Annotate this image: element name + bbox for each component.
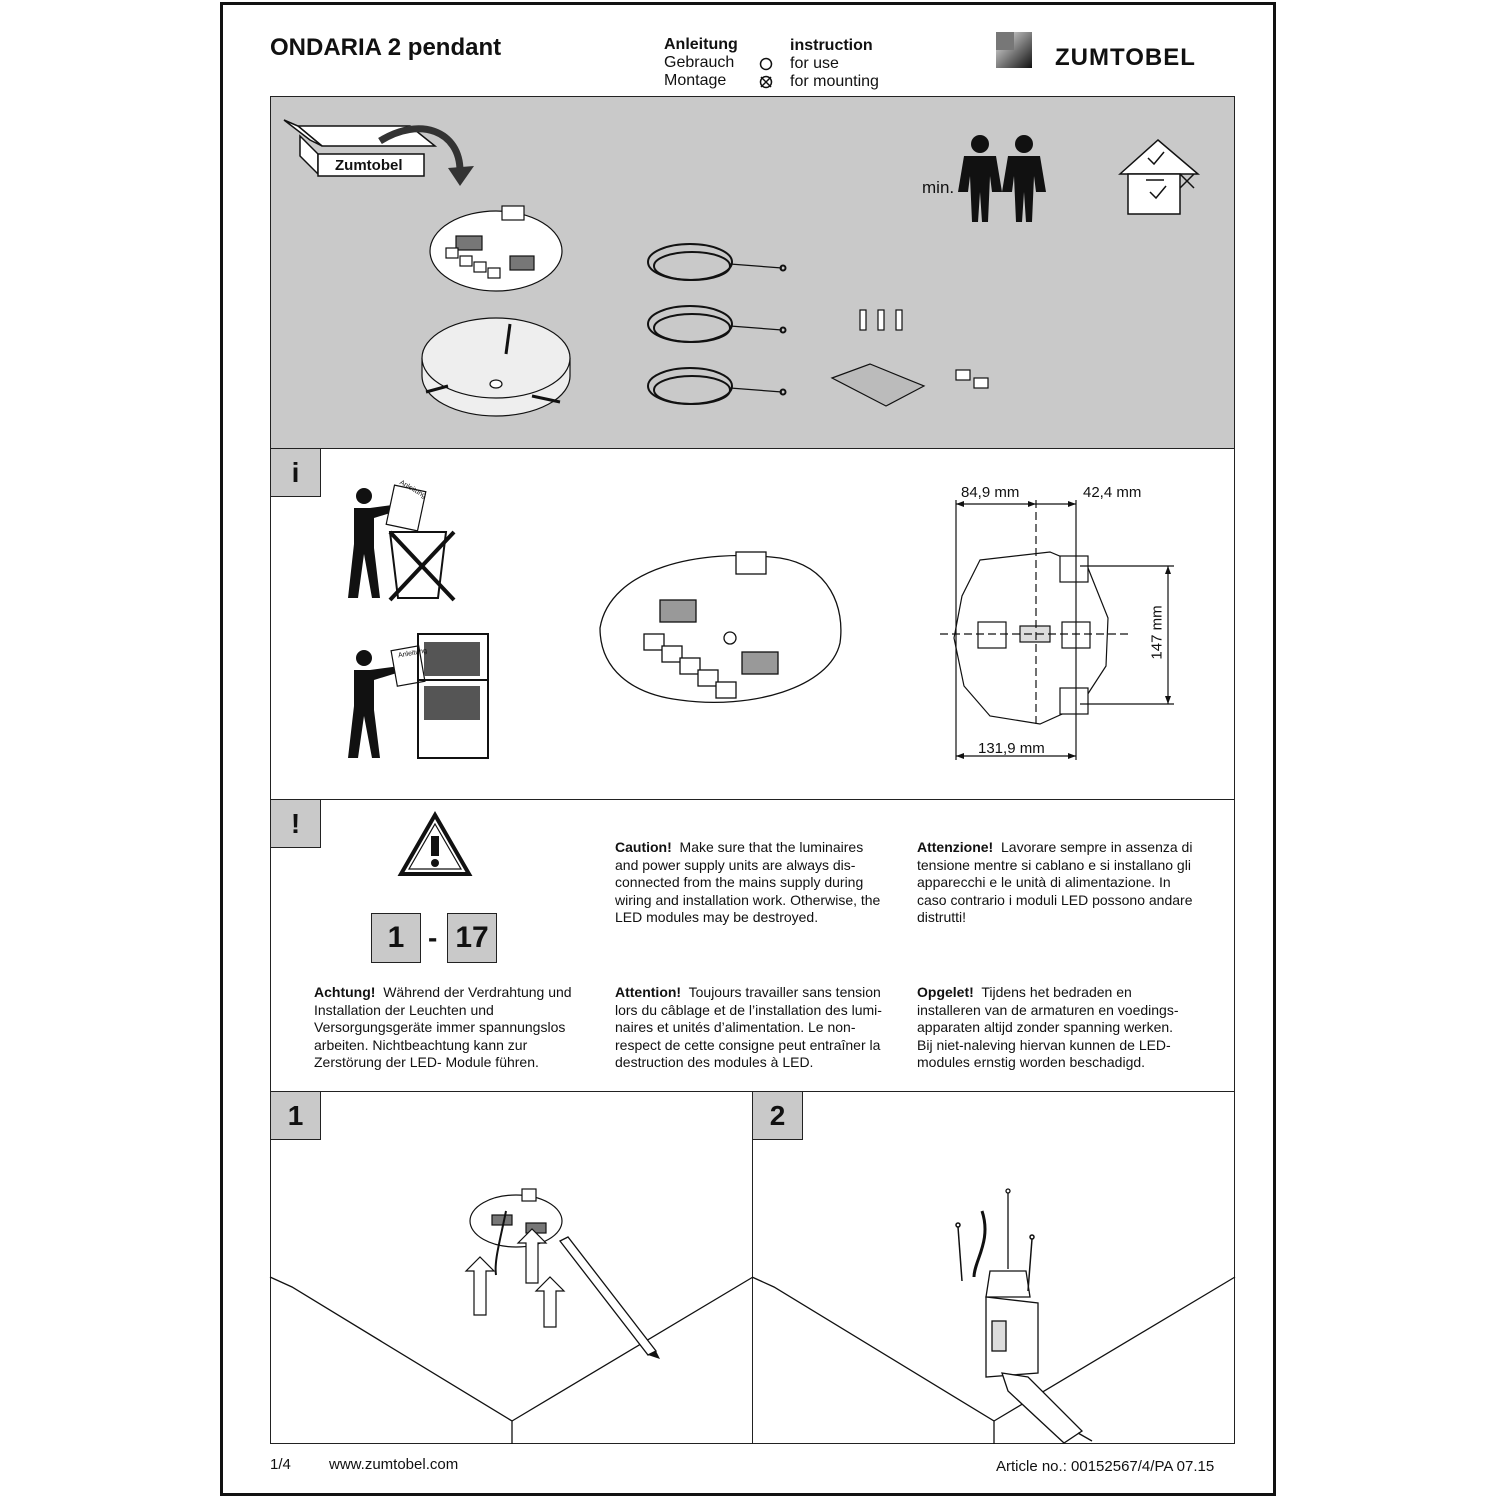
dim-top-right: 42,4 mm: [1083, 484, 1142, 501]
warning-en-head: Caution!: [615, 839, 672, 855]
mount-checked-icon: [759, 75, 773, 89]
dim-height: 147 mm: [1148, 605, 1166, 660]
warning-en-body: Make sure that the luminaires and power …: [615, 839, 881, 925]
en-mount-label: for mounting: [790, 73, 879, 90]
en-heading: instruction: [790, 37, 873, 54]
mounting-plate-perspective-icon: [599, 551, 842, 703]
drill-icon: [985, 1188, 1093, 1444]
page-number: 1/4: [270, 1456, 291, 1473]
warning-triangle-icon: [397, 810, 473, 876]
step-2-panel: 2: [752, 1091, 1235, 1444]
dowel-and-screw-icon: [955, 1210, 1035, 1292]
step-range-start: 1: [371, 913, 421, 963]
warning-it: Attenzione! Lavorare sempre in assenza d…: [917, 839, 1197, 927]
warning-de-head: Achtung!: [314, 984, 376, 1000]
discard-manual-prohibited-icon: [348, 484, 456, 602]
bracket-plate-icon: [830, 363, 926, 407]
page-title: ONDARIA 2 pendant: [270, 34, 502, 61]
en-use-label: for use: [790, 55, 839, 72]
warning-fr-head: Attention!: [615, 984, 682, 1000]
de-mount-label: Montage: [664, 72, 727, 89]
suspension-cable-icon: [647, 243, 787, 405]
de-use-label: Gebrauch: [664, 54, 735, 71]
use-mount-markers: [759, 57, 773, 89]
warning-fr-body: Toujours travailler sans tension lors du…: [615, 984, 882, 1070]
warning-it-body: Lavorare sempre in assenza di tensione m…: [917, 839, 1193, 925]
step-1-tag: 1: [271, 1092, 321, 1140]
website-link[interactable]: www.zumtobel.com: [329, 1456, 459, 1473]
step-range-end: 17: [447, 913, 497, 963]
indoor-house-icon: [1118, 139, 1201, 215]
warning-de: Achtung! Während der Verdrahtung und Ins…: [314, 984, 576, 1072]
info-tag: i: [271, 449, 321, 497]
box-label: Zumtobel: [335, 157, 403, 174]
two-persons-icon: [958, 135, 1046, 222]
warning-nl-head: Opgelet!: [917, 984, 974, 1000]
warning-en: Caution! Make sure that the luminaires a…: [615, 839, 890, 927]
de-heading: Anleitung: [664, 36, 738, 53]
dim-bottom: 131,9 mm: [978, 740, 1045, 757]
warning-it-head: Attenzione!: [917, 839, 994, 855]
warning-nl: Opgelet! Tijdens het bedraden en install…: [917, 984, 1187, 1072]
article-number: Article no.: 00152567/4/PA 07.15: [996, 1458, 1215, 1475]
mounting-plate-icon: [429, 205, 563, 292]
use-circle-icon: [759, 57, 773, 71]
step-1-panel: 1: [270, 1091, 753, 1444]
page-frame: [220, 2, 1276, 1496]
package-contents-illustration: [283, 119, 1201, 417]
dim-top-left: 84,9 mm: [961, 484, 1020, 501]
step-1-illustration: [269, 1188, 754, 1444]
marking-arrows-icon: [464, 1228, 566, 1328]
step-2-tag: 2: [753, 1092, 803, 1140]
dimension-arrows: [956, 501, 1171, 759]
step-2-illustration: [751, 1188, 1236, 1444]
warning-tag: !: [271, 800, 321, 848]
step-range-dash: -: [428, 922, 438, 953]
store-manual-icon: [348, 633, 489, 759]
plate-marking-icon: [469, 1188, 563, 1248]
warning-de-body: Während der Verdrahtung und Installation…: [314, 984, 572, 1070]
screws-icon: [859, 309, 903, 331]
min-persons-label: min.: [922, 178, 955, 197]
warning-nl-body: Tijdens het bedraden en installeren van …: [917, 984, 1179, 1070]
dimension-drawing-icon: [940, 500, 1174, 760]
brand-wordmark: ZUMTOBEL: [1055, 44, 1196, 71]
warning-fr: Attention! Toujours travailler sans tens…: [615, 984, 891, 1072]
canopy-icon: [421, 317, 571, 417]
pencil-icon: [559, 1236, 660, 1359]
info-illustrations: [348, 484, 1174, 760]
zumtobel-logo-icon: [996, 32, 1032, 68]
clip-icon: [955, 369, 989, 389]
